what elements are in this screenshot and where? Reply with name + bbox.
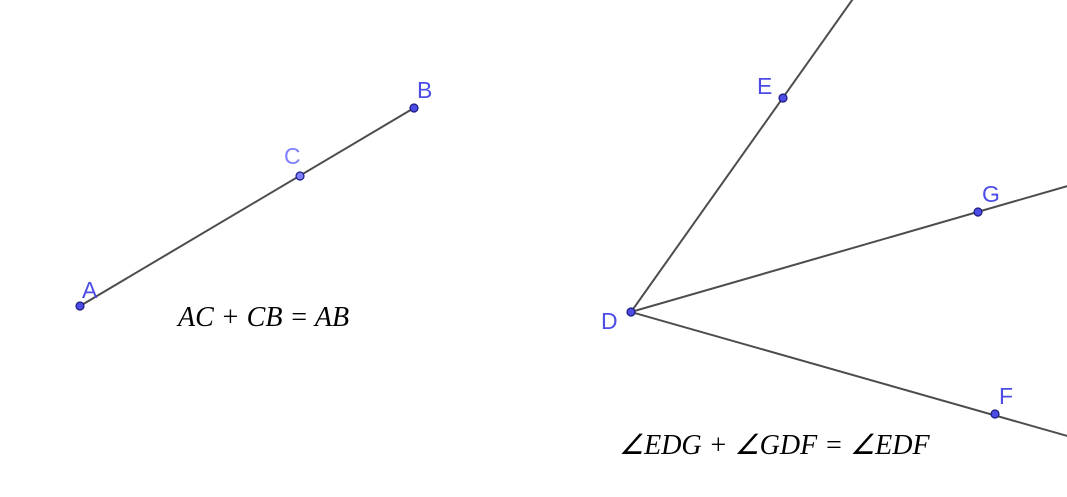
point-d[interactable]: [626, 307, 636, 317]
point-a-label: A: [82, 277, 98, 303]
point-a[interactable]: [75, 301, 85, 311]
point-b[interactable]: [409, 103, 419, 113]
ray-df[interactable]: [630, 311, 1067, 437]
ray-de[interactable]: [630, 0, 855, 313]
point-d-label: D: [601, 308, 618, 334]
segment-addition-formula: AC + CB = AB: [178, 302, 350, 333]
point-c[interactable]: [295, 171, 305, 181]
point-c-label: C: [284, 143, 301, 169]
point-f-label: F: [999, 383, 1013, 409]
point-e[interactable]: [778, 93, 788, 103]
point-e-label: E: [757, 73, 772, 99]
segment-ab[interactable]: [79, 107, 415, 307]
point-b-label: B: [417, 77, 432, 103]
point-f[interactable]: [990, 409, 1000, 419]
ray-dg[interactable]: [630, 185, 1067, 313]
point-g[interactable]: [973, 207, 983, 217]
point-g-label: G: [982, 181, 1000, 207]
angle-addition-formula: ∠EDG + ∠GDF = ∠EDF: [619, 430, 930, 461]
